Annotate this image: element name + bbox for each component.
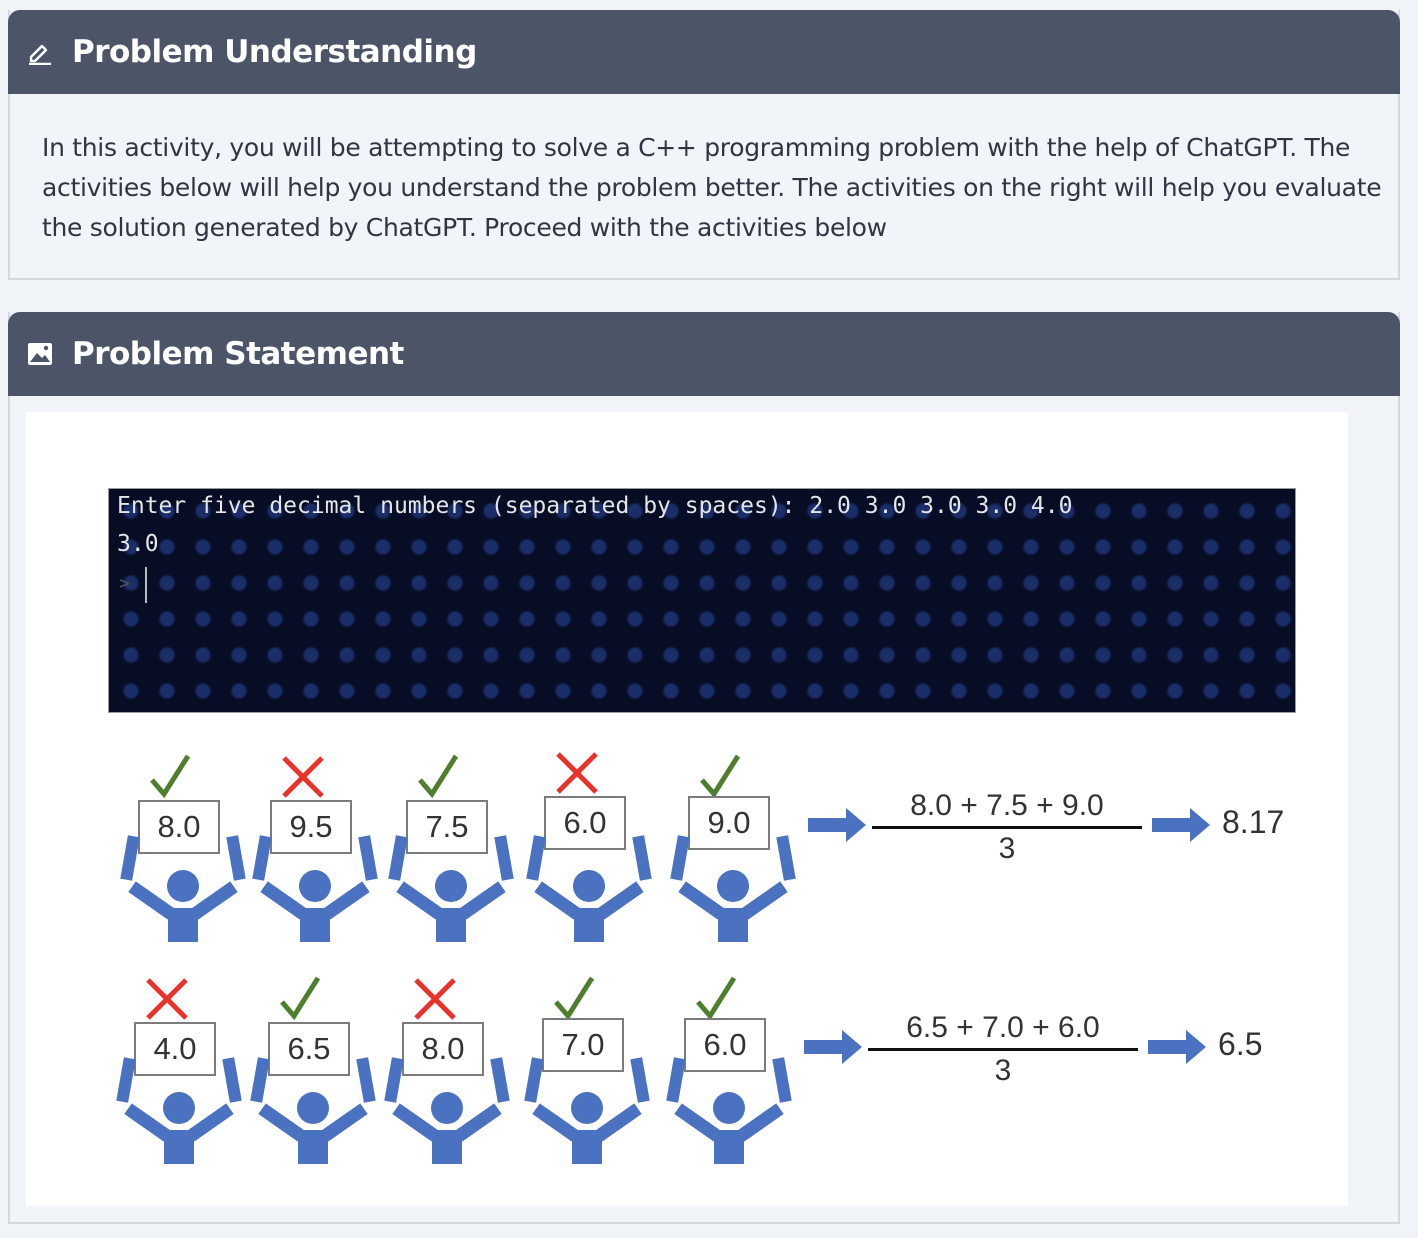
fraction-bar: [868, 1048, 1138, 1051]
terminal-prompt: >: [119, 573, 130, 594]
score-sign: 9.0: [688, 796, 770, 850]
cross-icon: [414, 978, 456, 1020]
judge: 9.0: [668, 752, 798, 952]
person-icon: [666, 1057, 792, 1164]
problem-figure: Enter five decimal numbers (separated by…: [26, 412, 1348, 1206]
problem-statement-card: Problem Statement Enter five decimal num…: [8, 312, 1400, 1224]
scoring-row-2: 4.0 6.5: [26, 974, 1348, 1194]
judge: 7.0: [522, 974, 652, 1174]
formula-denominator: 3: [994, 1054, 1012, 1087]
score-sign: 4.0: [134, 1022, 216, 1076]
cross-icon: [146, 978, 188, 1020]
arrow-right-icon: [1152, 808, 1210, 842]
formula-denominator: 3: [998, 832, 1016, 865]
judge: 6.5: [248, 974, 378, 1174]
judge: 8.0: [382, 974, 512, 1174]
average-result: 6.5: [1218, 1026, 1263, 1062]
score-sign: 6.5: [268, 1022, 350, 1076]
average-formula: 8.0 + 7.5 + 9.0 3: [872, 788, 1142, 865]
cross-icon: [282, 756, 324, 798]
terminal-output: Enter five decimal numbers (separated by…: [108, 488, 1296, 713]
score-sign: 8.0: [138, 800, 220, 854]
arrow-right-icon: [1148, 1030, 1206, 1064]
judge: 7.5: [386, 752, 516, 952]
check-icon: [280, 976, 321, 1021]
problem-statement-header: Problem Statement: [8, 312, 1400, 396]
person-icon: [116, 1057, 242, 1164]
check-icon: [150, 754, 191, 799]
check-icon: [700, 754, 741, 799]
problem-understanding-header: Problem Understanding: [8, 10, 1400, 94]
section-title: Problem Statement: [72, 336, 404, 372]
arrow-right-icon: [804, 1030, 862, 1064]
person-icon: [670, 835, 796, 942]
person-icon: [384, 1057, 510, 1164]
person-icon: [524, 1057, 650, 1164]
score-sign: 6.0: [544, 796, 626, 850]
fraction-bar: [872, 826, 1142, 829]
formula-numerator: 8.0 + 7.5 + 9.0: [910, 789, 1104, 822]
score-sign: 8.0: [402, 1022, 484, 1076]
person-icon: [252, 835, 378, 942]
judge: 8.0: [118, 752, 248, 952]
check-icon: [554, 976, 595, 1021]
scoring-row-1: 8.0 9.5: [26, 752, 1348, 972]
judge: 6.0: [664, 974, 794, 1174]
person-icon: [250, 1057, 376, 1164]
problem-understanding-card: Problem Understanding In this activity, …: [8, 10, 1400, 280]
terminal-line: 3.0: [117, 531, 159, 557]
check-icon: [418, 754, 459, 799]
terminal-cursor: [145, 567, 147, 603]
judge: 6.0: [524, 752, 654, 952]
average-result: 8.17: [1222, 804, 1285, 840]
person-icon: [388, 835, 514, 942]
judge: 9.5: [250, 752, 380, 952]
person-icon: [526, 835, 652, 942]
formula-numerator: 6.5 + 7.0 + 6.0: [906, 1011, 1100, 1044]
check-icon: [696, 976, 737, 1021]
score-sign: 9.5: [270, 800, 352, 854]
cross-icon: [556, 752, 598, 794]
section-title: Problem Understanding: [72, 34, 477, 70]
pencil-icon: [26, 38, 54, 66]
average-formula: 6.5 + 7.0 + 6.0 3: [868, 1010, 1138, 1087]
intro-text: In this activity, you will be attempting…: [42, 133, 1382, 242]
judge: 4.0: [114, 974, 244, 1174]
person-icon: [120, 835, 246, 942]
arrow-right-icon: [808, 808, 866, 842]
score-sign: 7.0: [542, 1018, 624, 1072]
score-sign: 7.5: [406, 800, 488, 854]
image-icon: [26, 340, 54, 368]
score-sign: 6.0: [684, 1018, 766, 1072]
terminal-line: Enter five decimal numbers (separated by…: [117, 493, 1073, 519]
